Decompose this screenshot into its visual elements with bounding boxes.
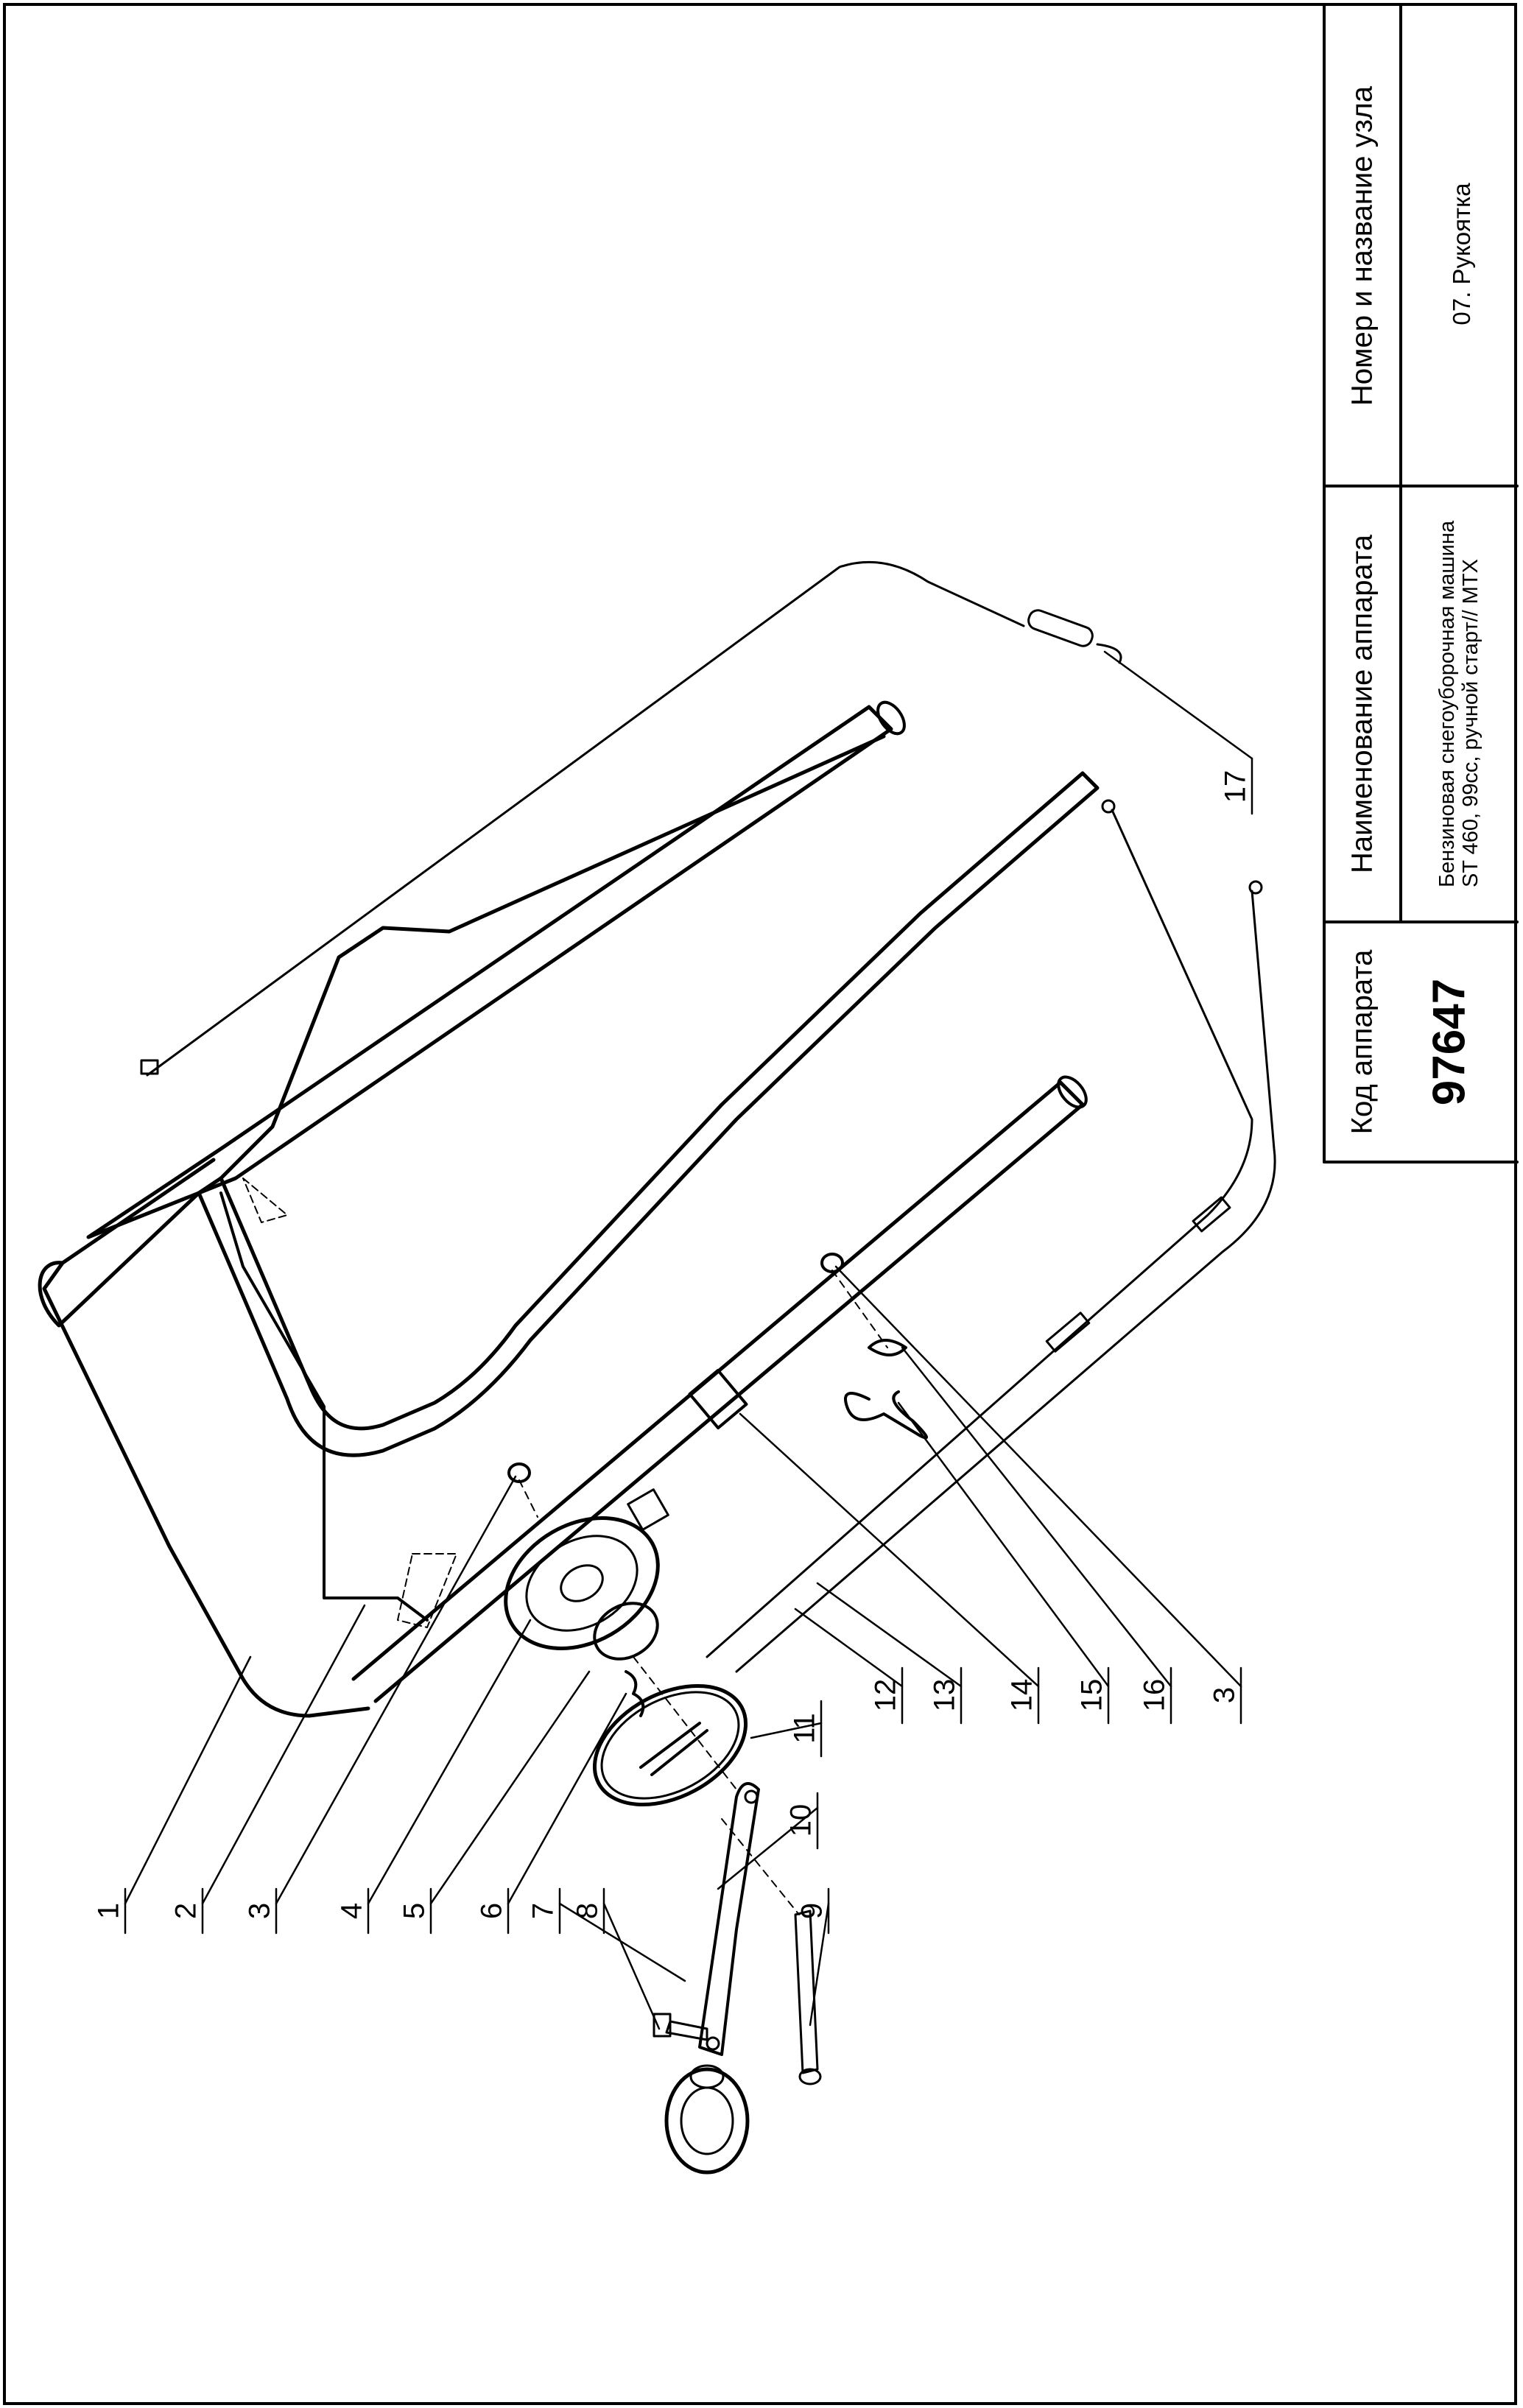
code-value: 97647 (1424, 978, 1475, 1106)
callout-label-16: 16 (1138, 1678, 1171, 1712)
code-header: Код аппарата (1346, 949, 1379, 1135)
callout-label-5: 5 (398, 1902, 431, 1920)
name-line-1: Бензиновая снегоуборочная машина (1435, 520, 1459, 888)
callout-label-6: 6 (475, 1902, 508, 1920)
control-housing (504, 1488, 669, 1661)
callout-label-10: 10 (784, 1803, 817, 1837)
callout-label-13: 13 (928, 1678, 961, 1712)
callout-label-11: 11 (788, 1713, 821, 1744)
callout-label-15: 15 (1075, 1678, 1108, 1712)
clamp (688, 1368, 748, 1430)
disc (592, 1683, 748, 1807)
title-block-lines (1323, 4, 1519, 1163)
callout-label-2: 2 (169, 1902, 203, 1920)
control-rod (219, 1177, 457, 1628)
callout-label-12: 12 (869, 1678, 902, 1712)
wire-clip (844, 1390, 928, 1440)
unit-header: Номер и название узла (1346, 85, 1379, 406)
lower-cables (706, 799, 1276, 1673)
unit-value: 07. Рукоятка (1448, 183, 1475, 325)
lever (698, 1782, 760, 2056)
callout-label-3b: 3 (1208, 1686, 1241, 1704)
callout-label-8: 8 (571, 1902, 604, 1920)
callout-label-17: 17 (1219, 770, 1252, 803)
callout-label-4: 4 (335, 1902, 368, 1920)
upper-cable (140, 560, 1122, 1077)
callout-label-7: 7 (527, 1902, 560, 1920)
callout-label-14: 14 (1005, 1678, 1038, 1712)
leader-lines (124, 650, 1253, 2030)
knob (664, 2064, 750, 2175)
callout-label-9: 9 (795, 1902, 829, 1920)
bolt-8 (653, 2013, 708, 2041)
clip-16 (507, 1253, 907, 1483)
callout-label-3: 3 (243, 1902, 276, 1920)
handle-loop (38, 700, 1100, 1718)
callout-label-1: 1 (92, 1902, 125, 1920)
name-line-2: ST 460, 99cc, ручной старт// MTX (1459, 558, 1482, 888)
assembly-lines (518, 1270, 888, 1915)
drawing-frame (3, 3, 1517, 2405)
pin-9 (794, 1909, 822, 2085)
callout-brackets (124, 757, 1253, 1935)
name-header: Наименование аппарата (1346, 535, 1379, 873)
name-value: Бензиновая снегоуборочная машина ST 460,… (1435, 521, 1482, 887)
